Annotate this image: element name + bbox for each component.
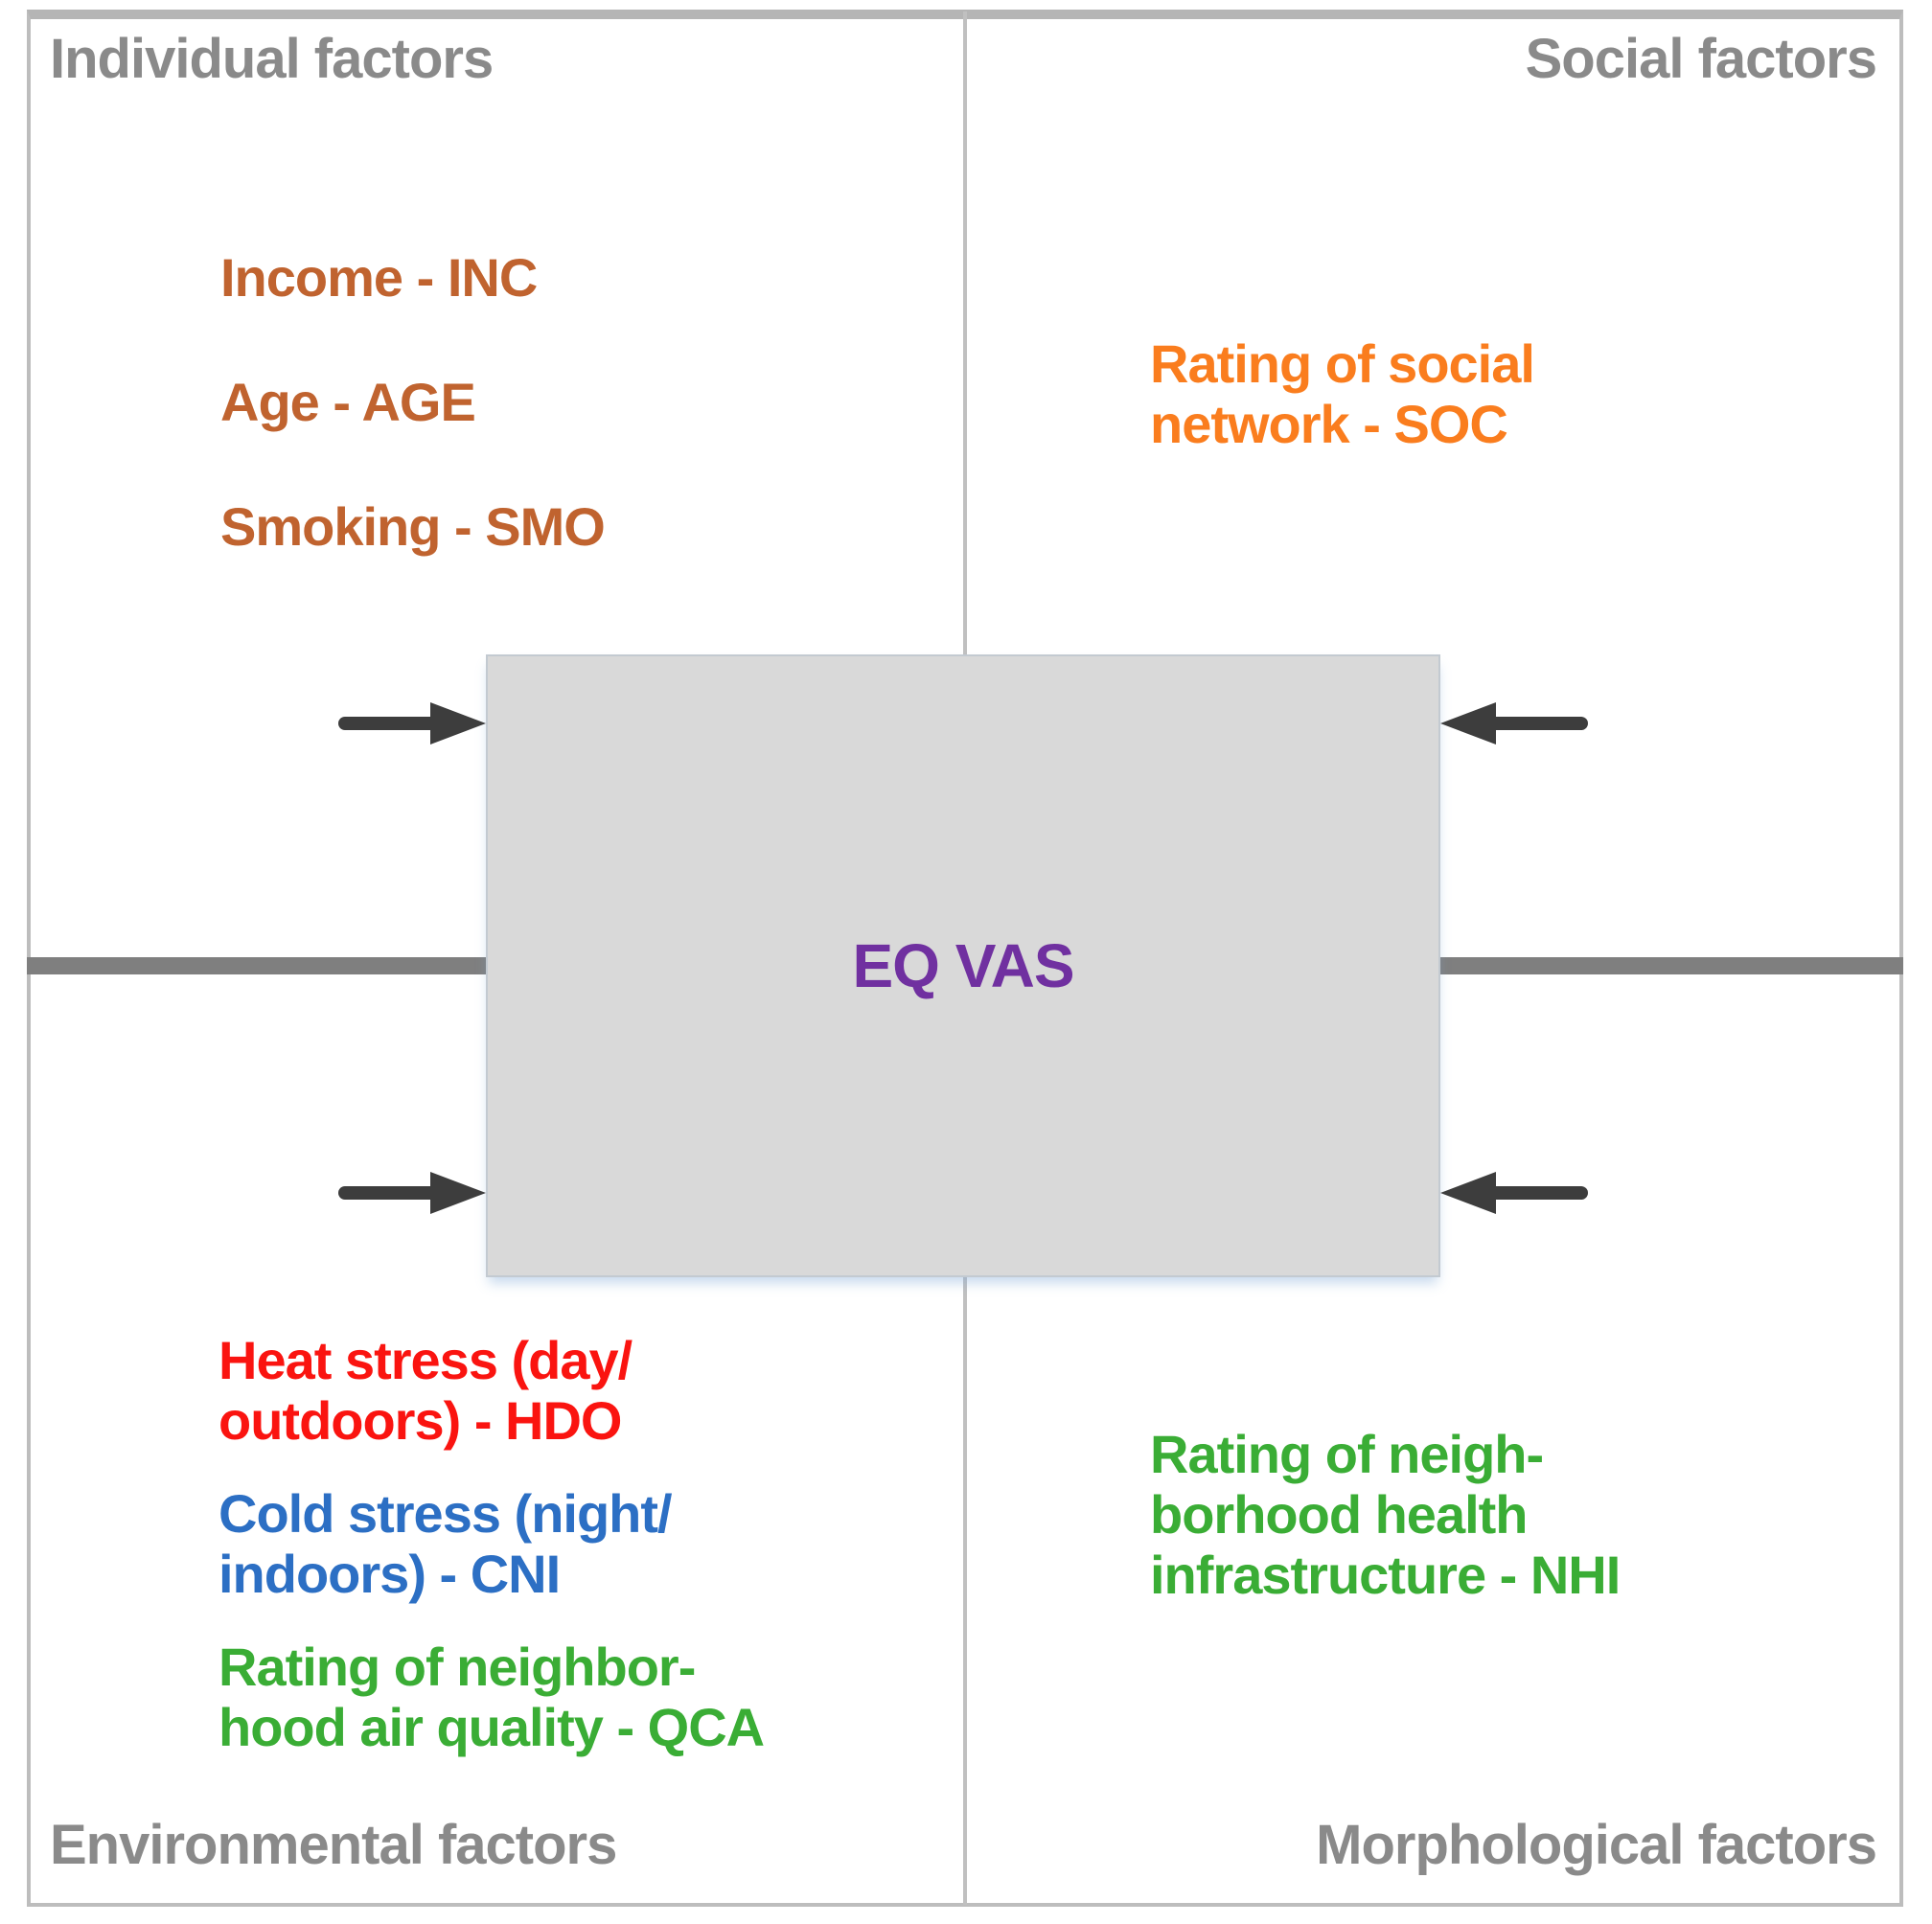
factor-health-infrastructure-nhi-line2: borhood health [1150, 1484, 1529, 1545]
arrow-head-icon [430, 1172, 486, 1214]
arrow-shaft [1488, 717, 1588, 730]
factor-air-quality-qca-line1: Rating of neighbor- [218, 1637, 696, 1697]
arrow-social-to-eqvas-icon [1440, 702, 1588, 744]
factor-social-network-soc-line2: network - SOC [1150, 394, 1508, 454]
arrow-morphological-to-eqvas-icon [1440, 1172, 1588, 1214]
arrow-individual-to-eqvas-icon [338, 702, 486, 744]
factor-health-infrastructure-nhi-line3: infrastructure - NHI [1150, 1545, 1621, 1605]
arrow-shaft [338, 717, 438, 730]
factor-social-network-soc-line1: Rating of social [1150, 333, 1535, 394]
factor-health-infrastructure-nhi: Rating of neigh- borhood health infrastr… [1150, 1424, 1621, 1605]
arrow-head-icon [430, 702, 486, 744]
factor-cold-stress-cni-line2: indoors) - CNI [218, 1544, 561, 1604]
arrow-shaft [338, 1186, 438, 1200]
factor-cold-stress-cni: Cold stress (night/ indoors) - CNI [218, 1483, 673, 1604]
factor-cold-stress-cni-line1: Cold stress (night/ [218, 1483, 673, 1544]
quadrant-title-environmental: Environmental factors [50, 1814, 617, 1876]
factor-heat-stress-hdo: Heat stress (day/ outdoors) - HDO [218, 1330, 632, 1451]
factor-social-network-soc: Rating of social network - SOC [1150, 333, 1535, 454]
arrow-head-icon [1440, 702, 1496, 744]
eqvas-label: EQ VAS [852, 931, 1074, 1000]
factor-air-quality-qca: Rating of neighbor- hood air quality - Q… [218, 1637, 765, 1757]
eqvas-box: EQ VAS [486, 654, 1440, 1277]
factor-income-inc: Income - INC [220, 247, 538, 308]
quadrant-title-individual: Individual factors [50, 28, 494, 90]
quadrant-title-social: Social factors [1525, 28, 1877, 90]
factor-air-quality-qca-line2: hood air quality - QCA [218, 1697, 765, 1757]
quadrant-title-morphological: Morphological factors [1316, 1814, 1877, 1876]
factor-health-infrastructure-nhi-line1: Rating of neigh- [1150, 1424, 1544, 1484]
arrow-environmental-to-eqvas-icon [338, 1172, 486, 1214]
factor-heat-stress-hdo-line2: outdoors) - HDO [218, 1390, 622, 1451]
arrow-shaft [1488, 1186, 1588, 1200]
arrow-head-icon [1440, 1172, 1496, 1214]
factor-smoking-smo: Smoking - SMO [220, 496, 606, 557]
factor-heat-stress-hdo-line1: Heat stress (day/ [218, 1330, 632, 1390]
factor-age-age: Age - AGE [220, 372, 476, 432]
